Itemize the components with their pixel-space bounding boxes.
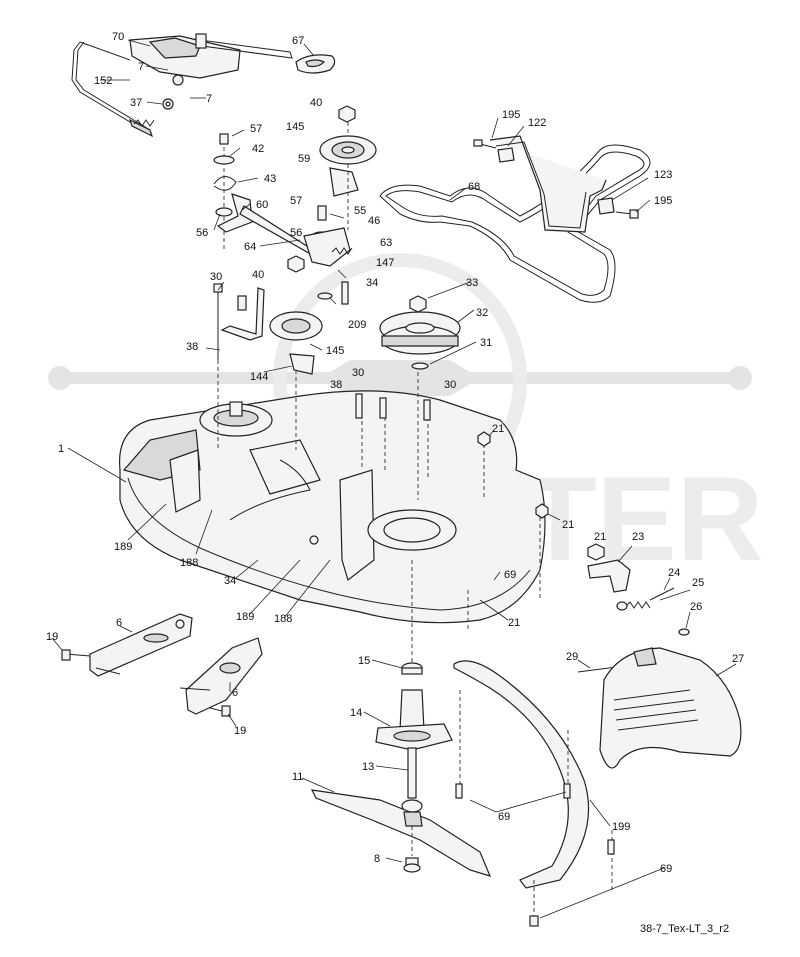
deck-baffle	[453, 660, 665, 927]
callout-21-bracket: 21	[594, 531, 606, 543]
callout-7-lower: 7	[206, 93, 212, 105]
callout-1: 1	[58, 443, 64, 455]
callout-56-left: 56	[196, 227, 208, 239]
callout-6-left: 6	[116, 617, 122, 629]
callout-195-top: 195	[502, 109, 520, 121]
callout-19-left: 19	[46, 631, 58, 643]
callout-34-lower: 34	[224, 575, 236, 587]
callout-189-left: 189	[114, 541, 132, 553]
callout-46: 46	[368, 215, 380, 227]
callout-123: 123	[654, 169, 672, 181]
callout-69-bottom: 69	[660, 863, 672, 875]
callout-144: 144	[250, 371, 268, 383]
callout-26: 26	[690, 601, 702, 613]
callout-labels: 70 7 7 152 37 67 40 145 59 57 42 43 60 5…	[46, 31, 744, 875]
callout-6-right: 6	[232, 687, 238, 699]
callout-38-center: 38	[330, 379, 342, 391]
callout-43: 43	[264, 173, 276, 185]
callout-69-baffle: 69	[498, 811, 510, 823]
callout-30-left: 30	[210, 271, 222, 283]
center-pulley	[379, 281, 477, 370]
callout-209: 209	[348, 319, 366, 331]
callout-63: 63	[380, 237, 392, 249]
callout-40-top: 40	[310, 97, 322, 109]
callout-33: 33	[466, 277, 478, 289]
callout-30-center: 30	[352, 367, 364, 379]
callout-27: 27	[732, 653, 744, 665]
callout-188-right: 188	[274, 613, 292, 625]
callout-145-top: 145	[286, 121, 304, 133]
callout-19-right: 19	[234, 725, 246, 737]
callout-25: 25	[692, 577, 704, 589]
deck-hanger-brackets	[51, 613, 263, 727]
callout-59: 59	[298, 153, 310, 165]
callout-60: 60	[256, 199, 268, 211]
callout-188-left: 188	[180, 557, 198, 569]
callout-55: 55	[354, 205, 366, 217]
callout-14: 14	[350, 707, 362, 719]
callout-24: 24	[668, 567, 680, 579]
drawing-reference: 38-7_Tex-LT_3_r2	[640, 923, 729, 935]
callout-147: 147	[376, 257, 394, 269]
callout-21-right: 21	[562, 519, 574, 531]
callout-23: 23	[632, 531, 644, 543]
callout-67: 67	[292, 35, 304, 47]
drive-belt-assembly	[379, 117, 651, 303]
engagement-lever-assembly	[71, 33, 293, 138]
callout-199: 199	[612, 821, 630, 833]
callout-57-upper: 57	[250, 123, 262, 135]
callout-13: 13	[362, 761, 374, 773]
idler-arm-assembly	[213, 105, 377, 305]
callout-11: 11	[292, 771, 303, 783]
callout-30-right: 30	[444, 379, 456, 391]
callout-70: 70	[112, 31, 124, 43]
callout-195-right: 195	[654, 195, 672, 207]
callout-57-lower: 57	[290, 195, 302, 207]
mower-deck	[67, 360, 561, 670]
callout-7-upper: 7	[138, 61, 144, 73]
callout-29: 29	[566, 651, 578, 663]
callout-122: 122	[528, 117, 546, 129]
callout-189-right: 189	[236, 611, 254, 623]
callout-69-deck: 69	[504, 569, 516, 581]
discharge-chute-assembly	[577, 543, 742, 769]
callout-68: 68	[468, 181, 480, 193]
callout-15: 15	[358, 655, 370, 667]
callout-152: 152	[94, 75, 112, 87]
callout-21-top: 21	[492, 423, 504, 435]
spindle-blade-assembly	[301, 659, 492, 877]
callout-37: 37	[130, 97, 142, 109]
lever-knob	[295, 43, 336, 74]
callout-40-mid: 40	[252, 269, 264, 281]
callout-21-bottom: 21	[508, 617, 520, 629]
callout-38-left: 38	[186, 341, 198, 353]
callout-145-lower: 145	[326, 345, 344, 357]
callout-34-top: 34	[366, 277, 378, 289]
callout-8: 8	[374, 853, 380, 865]
callout-42: 42	[252, 143, 264, 155]
left-pulley-assembly	[205, 281, 323, 375]
callout-64: 64	[244, 241, 256, 253]
callout-56-right: 56	[290, 227, 302, 239]
callout-31: 31	[480, 337, 492, 349]
callout-32: 32	[476, 307, 488, 319]
